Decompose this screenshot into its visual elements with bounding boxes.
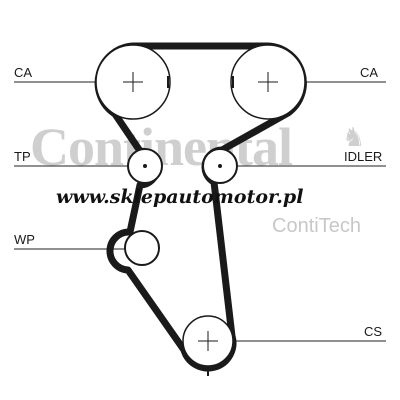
idler-center — [218, 164, 222, 168]
label-ca-left: CA — [14, 65, 33, 80]
label-wp: WP — [14, 232, 35, 247]
label-cs: CS — [364, 324, 383, 339]
shop-url-watermark: www.sklepautomotor.pl — [56, 186, 304, 208]
water-pump-pulley — [124, 230, 160, 266]
horse-logo-icon: ♞ — [342, 122, 366, 152]
camshaft-pulley-right-mark — [258, 72, 278, 92]
tensioner-center — [143, 164, 147, 168]
camshaft-pulley-left-mark — [123, 72, 143, 92]
label-idler: IDLER — [344, 149, 383, 164]
crankshaft-pulley-mark — [198, 331, 218, 351]
contitech-watermark: ContiTech — [272, 215, 361, 237]
label-tp: TP — [14, 149, 31, 164]
label-ca-right: CA — [360, 65, 379, 80]
